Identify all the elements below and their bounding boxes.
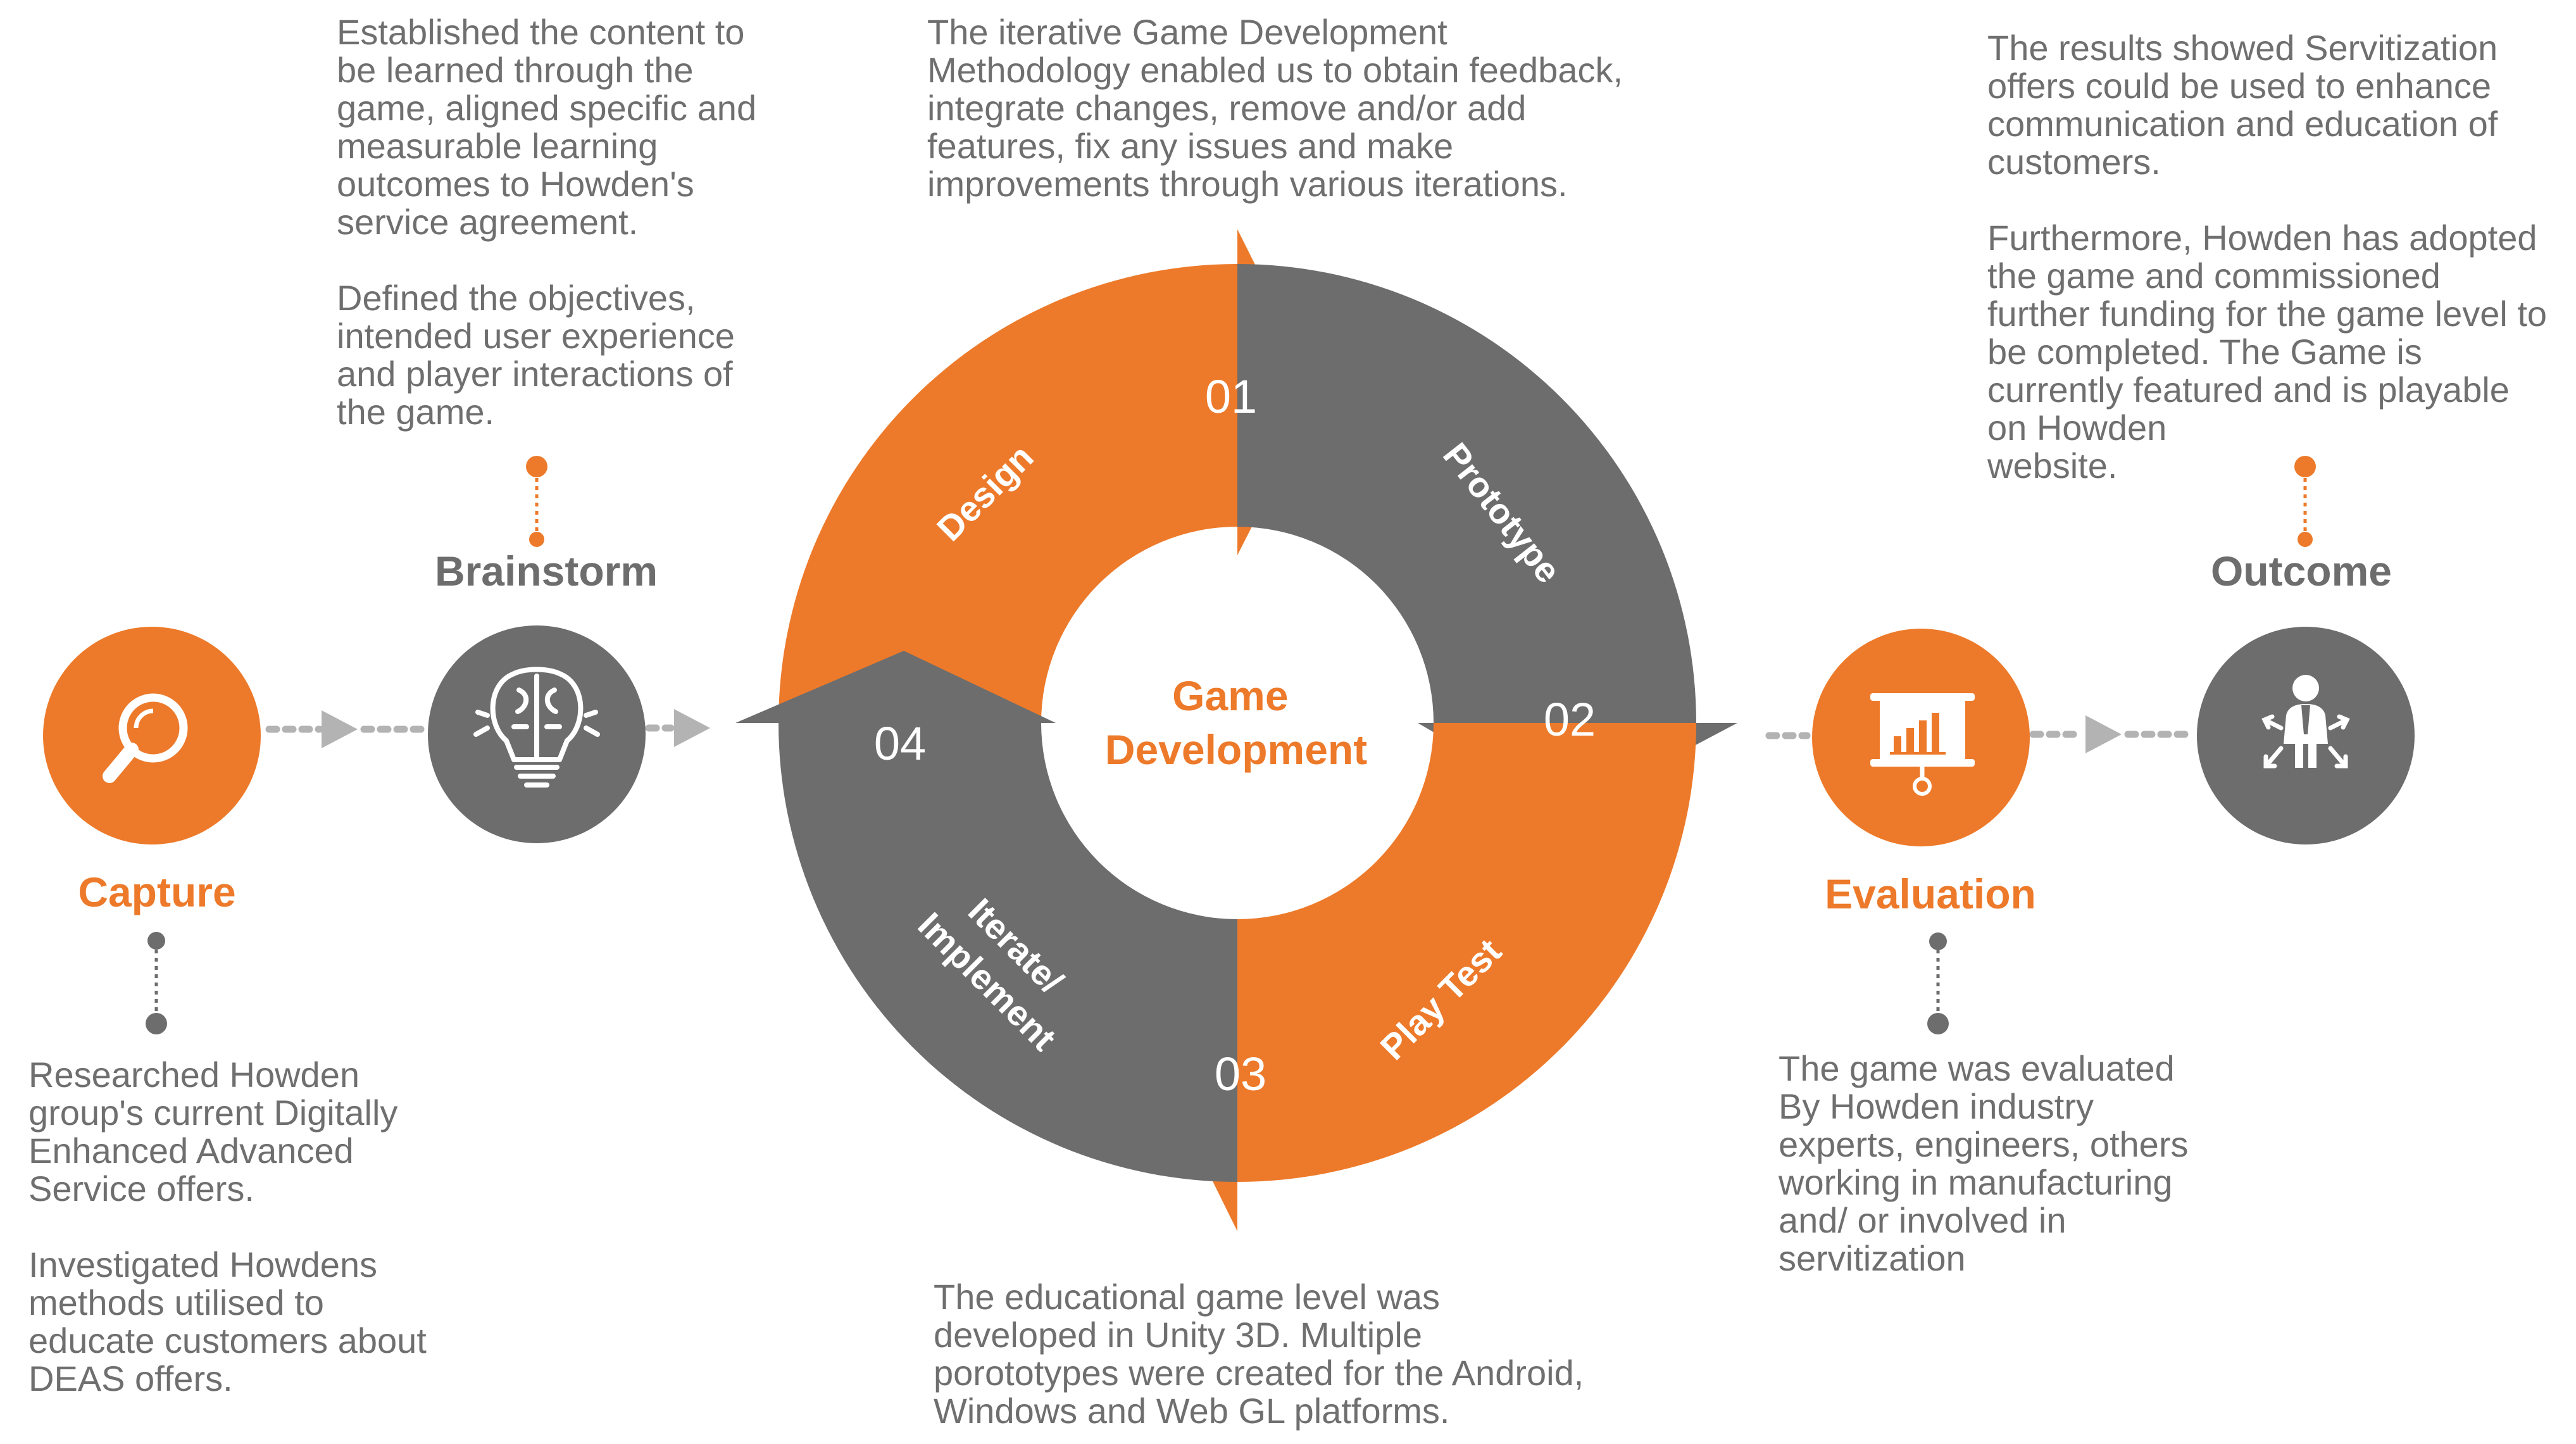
cycle-num-prototype: 02 — [1544, 693, 1596, 746]
evaluation-description: The game was evaluated By Howden industr… — [1778, 1048, 2198, 1278]
evaluation-pointer — [1927, 932, 1949, 1034]
center-title: Game Development — [1105, 672, 1367, 773]
connector-capture-brainstorm — [265, 710, 428, 748]
outcome-pointer — [2294, 456, 2316, 547]
center-title-line2: Development — [1105, 726, 1367, 773]
capture-label: Capture — [78, 869, 235, 915]
capture-circle — [43, 627, 261, 844]
outcome-label: Outcome — [2211, 548, 2392, 594]
outcome-description: The results showed Servitization offers … — [1987, 28, 2557, 486]
person-arrows-icon — [2261, 675, 2350, 769]
cycle-num-playtest: 03 — [1215, 1048, 1266, 1100]
presentation-chart-icon — [1870, 693, 1975, 796]
cycle-top-description: The iterative Game Development Methodolo… — [927, 12, 1633, 204]
brainstorm-label: Brainstorm — [435, 548, 658, 594]
connector-brainstorm-cycle — [645, 709, 710, 747]
stage-outcome: The results showed Servitization offers … — [1987, 28, 2557, 844]
cycle-num-design: 01 — [1205, 370, 1257, 423]
connector-evaluation-outcome — [2029, 715, 2195, 753]
cycle-segment-prototype — [1237, 264, 1737, 812]
cycle-segment-design — [778, 229, 1320, 723]
cycle-bottom-description: The educational game level was developed… — [934, 1277, 1594, 1431]
stage-capture: Capture Researched Howden group's curren… — [28, 627, 436, 1398]
cycle-num-iterate: 04 — [874, 717, 926, 770]
lightbulb-brain-icon — [473, 667, 600, 788]
capture-description: Researched Howden group's current Digita… — [28, 1055, 436, 1398]
capture-pointer — [146, 932, 167, 1034]
stage-brainstorm: Established the content to be learned th… — [337, 12, 766, 843]
brainstorm-pointer — [526, 456, 547, 547]
brainstorm-description: Established the content to be learned th… — [337, 12, 766, 432]
cycle-segment-iterate — [735, 651, 1237, 1182]
center-title-line1: Game — [1172, 672, 1288, 719]
cycle-segment-playtest — [1158, 723, 1696, 1231]
evaluation-label: Evaluation — [1825, 870, 2036, 917]
magnifier-icon — [103, 693, 188, 783]
stage-evaluation: Evaluation The game was evaluated By How… — [1778, 629, 2198, 1278]
